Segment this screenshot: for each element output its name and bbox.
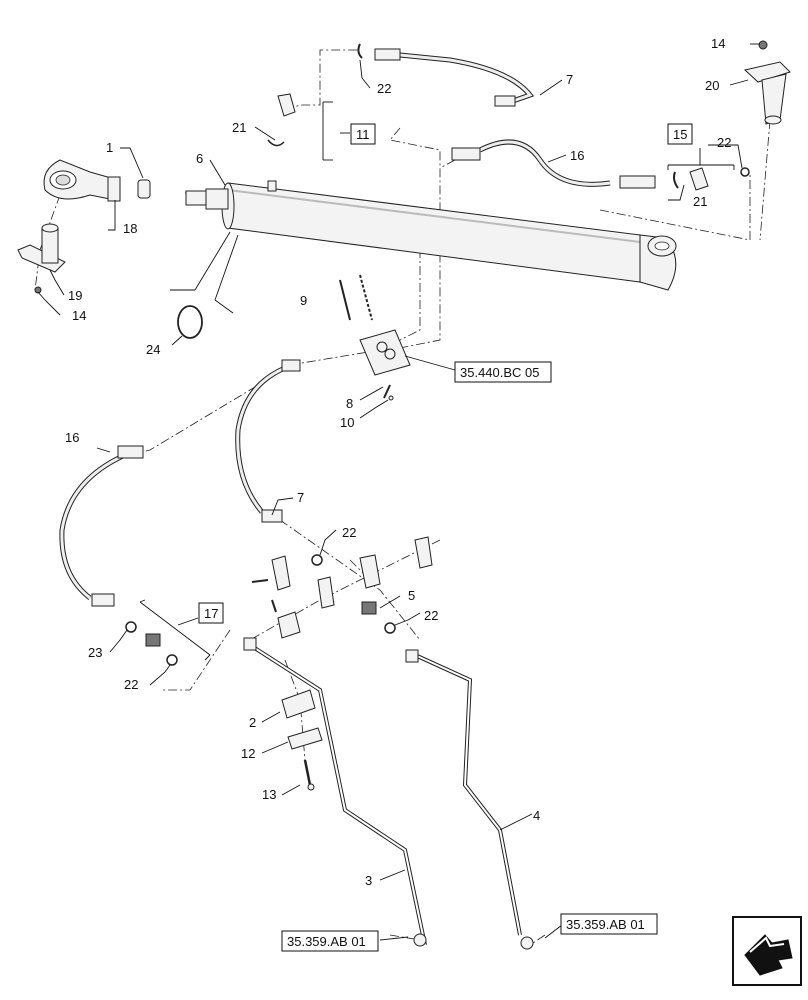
valve-block [339,274,411,401]
o-ring [177,305,203,339]
callout-10: 10 [340,415,354,430]
ref-box-left [281,930,379,952]
clamp-plate-bolt [281,689,323,791]
callout-2: 2 [249,715,256,730]
callout-15-box [667,123,693,145]
fittings-lower [125,554,396,666]
callout-6: 6 [196,151,203,166]
ref-box-valve [454,361,552,383]
hose-middle-lower [235,359,301,523]
ref-left: 35.359.AB 01 [287,934,366,949]
callout-22-top: 22 [377,81,391,96]
callout-21-right: 21 [693,194,707,209]
navigation-arrow-icon[interactable] [732,916,802,986]
callout-19: 19 [68,288,82,303]
callout-22-right: 22 [717,135,731,150]
callout-11: 11 [356,127,370,142]
hose-middle [267,139,750,191]
rod-end-eye [43,159,151,202]
rigid-tube-3 [243,637,427,947]
callout-14-left: 14 [72,308,86,323]
callout-7-mid: 7 [297,490,304,505]
callout-11-box [350,123,376,145]
callout-17: 17 [204,606,218,621]
callout-23: 23 [88,645,102,660]
ref-right: 35.359.AB 01 [566,917,645,932]
callout-22-mid2: 22 [424,608,438,623]
callout-9: 9 [300,293,307,308]
callout-12: 12 [241,746,255,761]
callout-16-left: 16 [65,430,79,445]
callout-1: 1 [106,140,113,155]
callout-5: 5 [408,588,415,603]
callout-3: 3 [365,873,372,888]
callout-20: 20 [705,78,719,93]
callout-18: 18 [123,221,137,236]
callout-8: 8 [346,396,353,411]
ref-box-right [560,913,658,935]
callout-14-top: 14 [711,36,725,51]
pin-bracket-left [17,223,66,294]
callout-16-top: 16 [570,148,584,163]
callout-22-bot: 22 [124,677,138,692]
callout-4: 4 [533,808,540,823]
pin-bracket-right [743,40,791,125]
callout-7-top: 7 [566,72,573,87]
clamp-assemblies [251,536,433,639]
callout-15: 15 [673,127,687,142]
hose-top [277,43,535,117]
callout-13: 13 [262,787,276,802]
ref-valve: 35.440.BC 05 [460,365,540,380]
callout-21-left: 21 [232,120,246,135]
leader-lines [37,43,760,941]
callout-17-box [198,602,224,624]
callout-24: 24 [146,342,160,357]
callout-22-mid: 22 [342,525,356,540]
rigid-tube-4 [405,649,534,950]
hydraulic-cylinder [185,180,677,291]
hose-left-long [59,445,144,607]
